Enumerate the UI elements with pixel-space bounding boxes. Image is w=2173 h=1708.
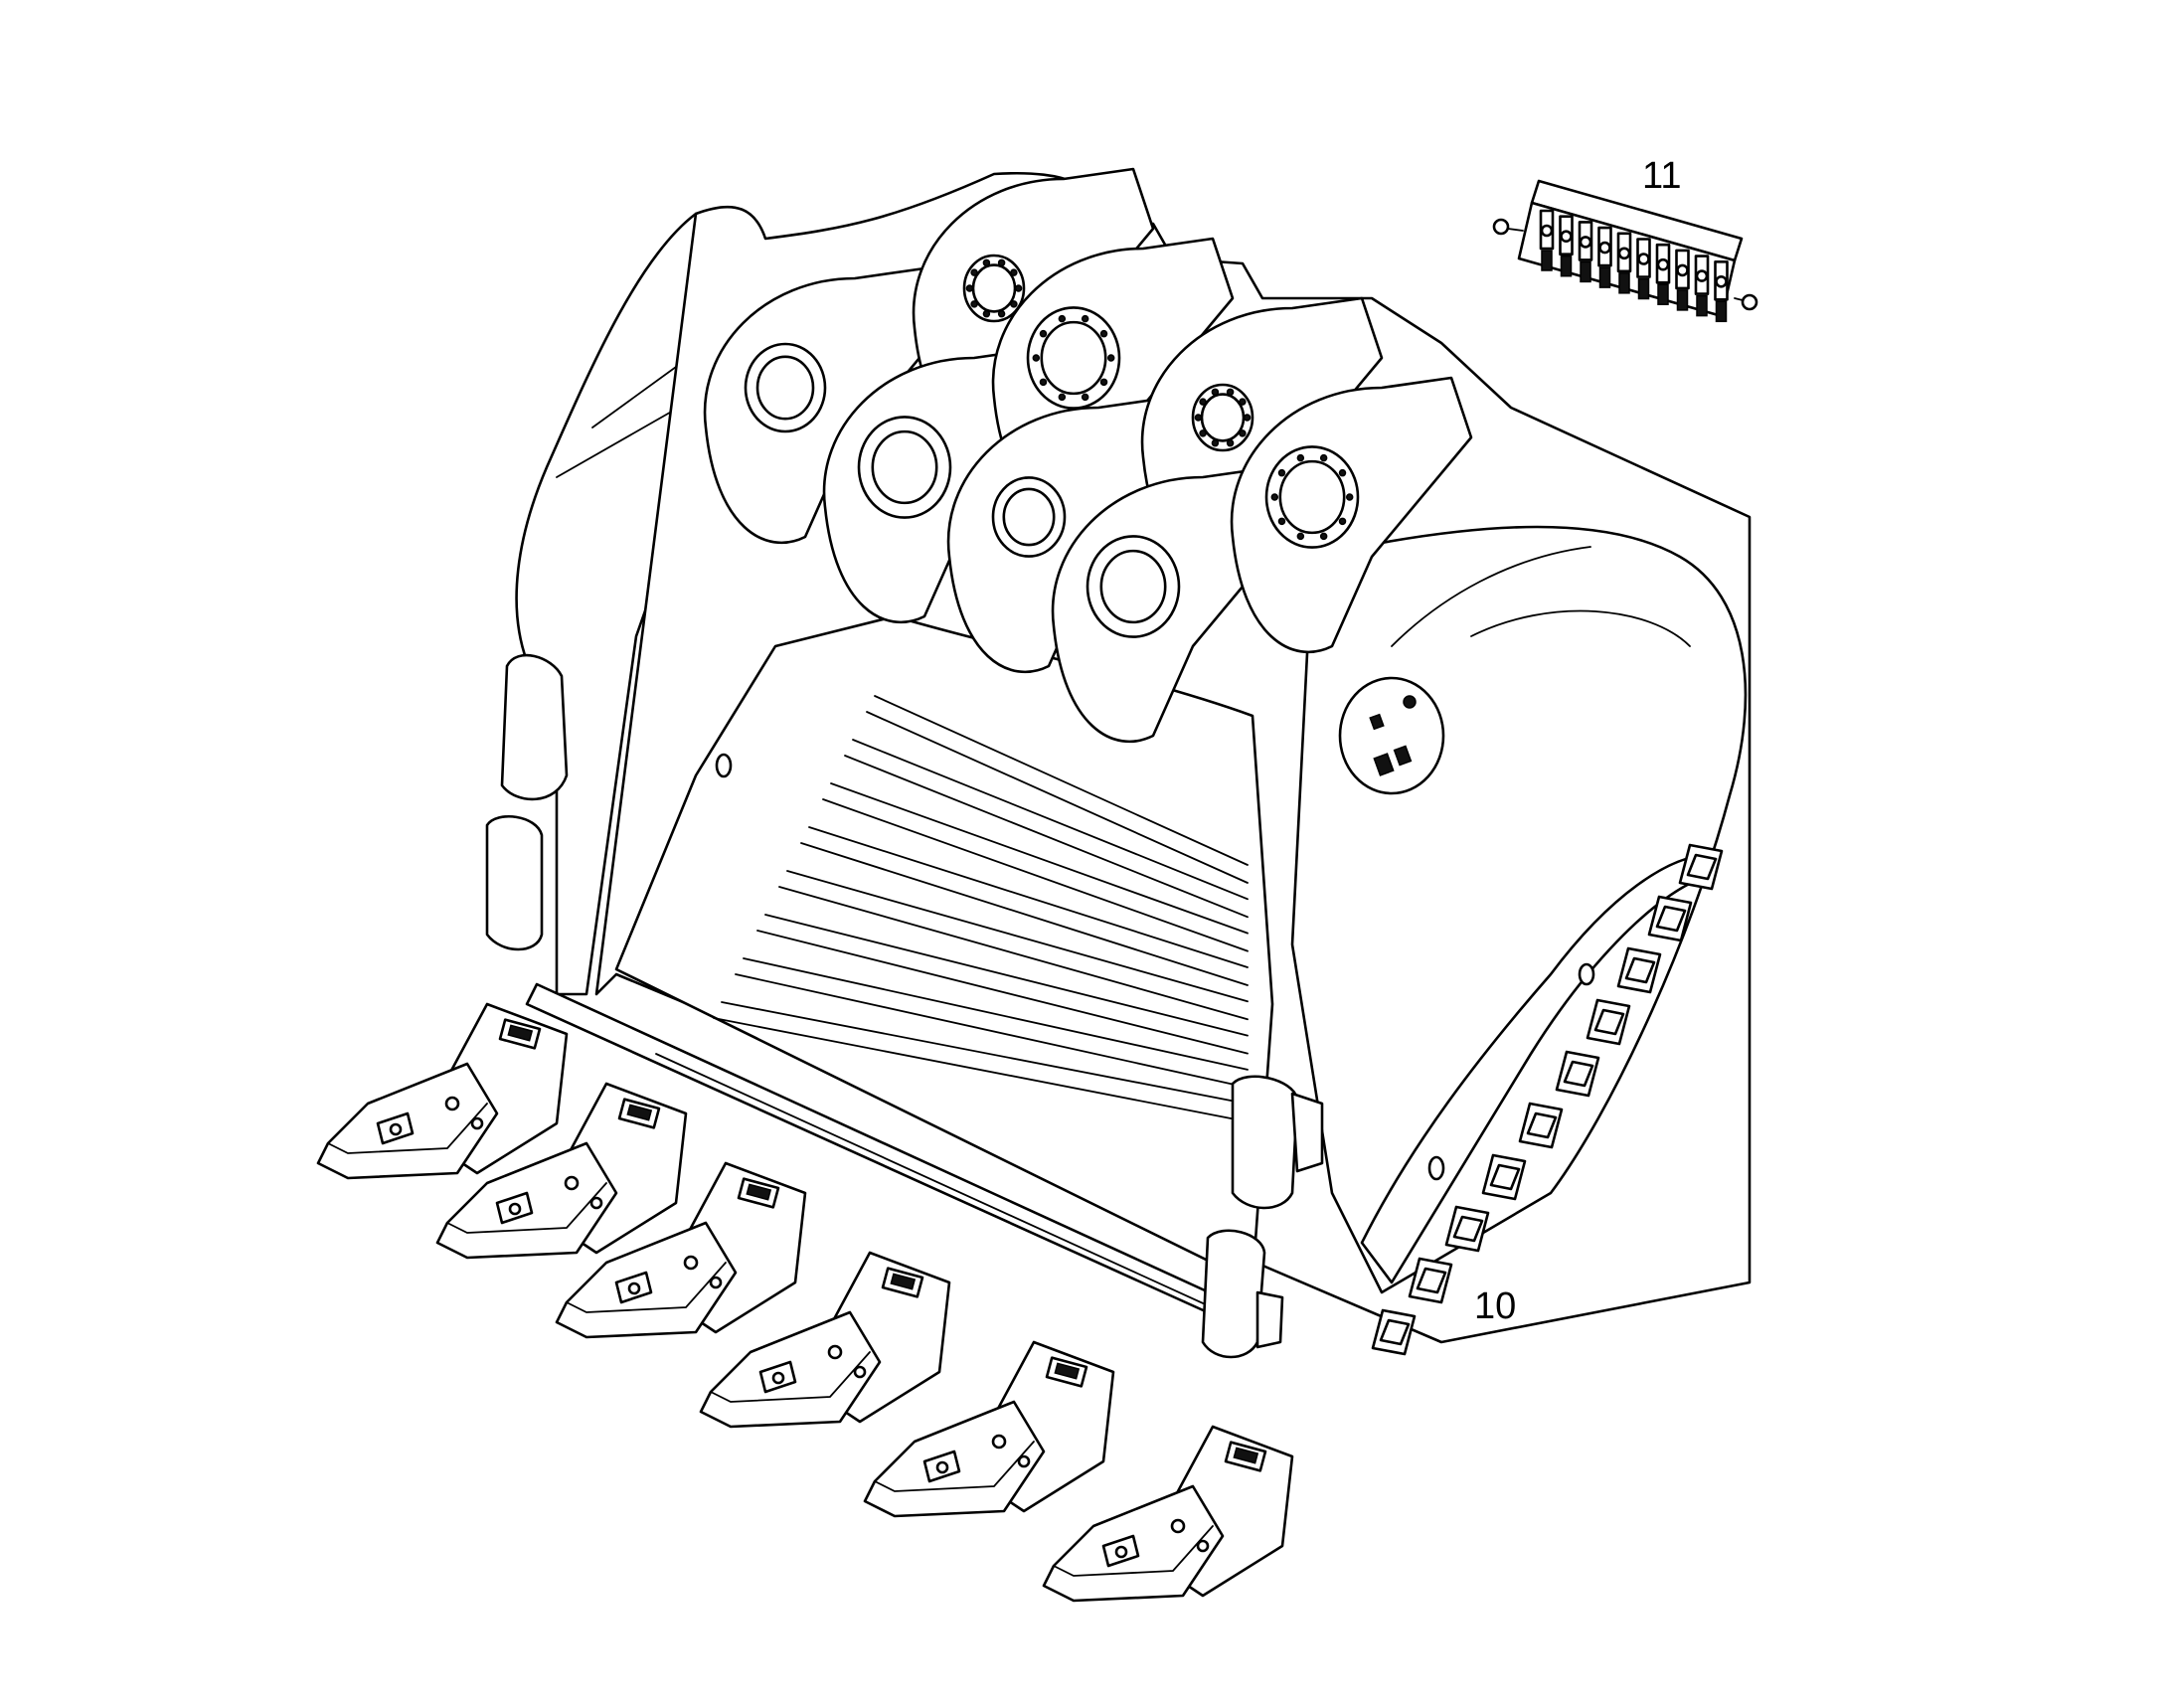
floor-wear-bar xyxy=(743,957,1249,1071)
bucket-tooth xyxy=(316,1002,569,1180)
bolt xyxy=(1597,226,1612,288)
floor-wear-bar-edge xyxy=(778,886,1249,1021)
bolt xyxy=(1675,249,1690,311)
bolt xyxy=(1539,209,1555,271)
bolt xyxy=(1616,232,1632,294)
pin-boss xyxy=(1230,376,1473,654)
floor-wear-bar xyxy=(721,1001,1249,1106)
bolt xyxy=(1694,255,1710,317)
heel-wear-block xyxy=(1586,998,1631,1046)
pin-boss xyxy=(946,396,1190,674)
bucket-tooth xyxy=(555,1161,807,1339)
bolt xyxy=(1559,215,1574,277)
floor-wear-bar xyxy=(830,782,1249,935)
floor-wear-bar xyxy=(808,826,1249,968)
heel-wear-block xyxy=(1555,1050,1600,1098)
bolt xyxy=(1714,259,1729,323)
callout-label-11: 11 xyxy=(1642,155,1682,197)
side-protectors xyxy=(485,653,1324,1359)
heel-wear-block xyxy=(1481,1153,1527,1201)
heel-wear-block xyxy=(1444,1205,1490,1253)
heel-wear-block xyxy=(1408,1257,1453,1304)
heel-wear-block xyxy=(1371,1308,1417,1356)
floor-wear-bar-edge xyxy=(713,1017,1249,1123)
floor-wear-bar-edge xyxy=(756,930,1249,1055)
bolt xyxy=(1655,243,1671,305)
floor-wear-bar xyxy=(874,695,1249,866)
floor-wear-bar xyxy=(786,870,1249,1003)
heel-wear-block xyxy=(1518,1102,1564,1149)
floor-wear-bar-edge xyxy=(844,755,1249,919)
floor-wear-bar xyxy=(852,739,1249,901)
floor-wear-bar-edge xyxy=(735,973,1249,1089)
bucket-tooth xyxy=(1042,1425,1294,1603)
part-11-bolt-strip xyxy=(1492,179,1758,323)
pin-lugs xyxy=(703,167,1473,744)
heel-wear-block xyxy=(1678,843,1724,891)
callout-label-10: 10 xyxy=(1474,1285,1517,1327)
bucket-tooth xyxy=(699,1251,951,1429)
teeth-row xyxy=(316,1002,1294,1603)
heel-wear-block xyxy=(1647,895,1693,942)
floor-wear-bar-edge xyxy=(800,842,1249,986)
heel-wear-block xyxy=(1616,946,1662,994)
floor-wear-bar-edge xyxy=(822,798,1249,952)
floor-wear-bar-edge xyxy=(866,711,1249,884)
bolt xyxy=(1578,221,1593,283)
heel-wear-blocks xyxy=(1371,843,1724,1356)
pin-boss xyxy=(703,266,946,545)
floor-wear-bar xyxy=(764,914,1249,1037)
bolt xyxy=(1636,238,1651,300)
bucket-tooth xyxy=(863,1340,1115,1518)
bucket-tooth xyxy=(435,1082,688,1260)
